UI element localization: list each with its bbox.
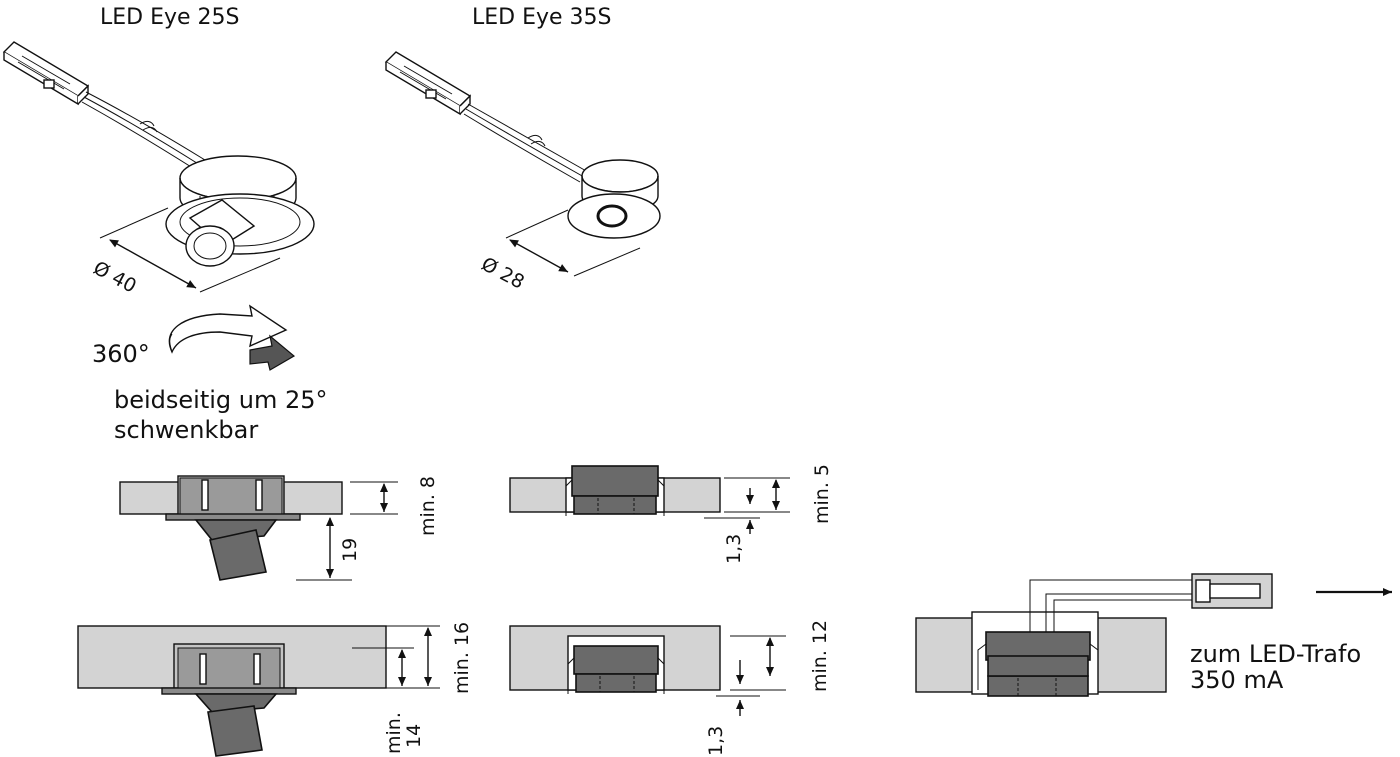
spot-housing-35s xyxy=(567,159,661,239)
min-depth-label-25s-thick: min. 16 xyxy=(451,622,473,694)
rotation-angle-label: 360° xyxy=(92,340,150,368)
cable-25s xyxy=(85,91,206,161)
offset-label-35s-thick: 1,3 xyxy=(705,726,727,756)
rotation-arrow-icon xyxy=(168,304,288,354)
connection-text-line2: 350 mA xyxy=(1190,666,1284,694)
min-depth-label-35s-thin: min. 5 xyxy=(811,464,833,524)
connector-plug-35s xyxy=(384,51,472,116)
title-led-eye-35s: LED Eye 35S xyxy=(472,5,612,30)
min-depth-label-35s-thick: min. 12 xyxy=(809,620,831,692)
offset-label-35s-thin: 1,3 xyxy=(723,534,745,564)
section-25s-thick-panel: min. 16 min. 14 xyxy=(77,622,473,757)
spot-housing-25s xyxy=(165,155,315,267)
diameter-label-25s: Ø 40 xyxy=(90,257,140,298)
tilt-text-line1: beidseitig um 25° xyxy=(114,386,328,414)
connector-plug-25s xyxy=(2,41,90,106)
led-eye-25s-illustration: Ø 40 xyxy=(2,41,315,298)
tilt-arrow-icon xyxy=(249,334,296,371)
tilt-text-line2: schwenkbar xyxy=(114,416,258,444)
led-eye-35s-illustration: Ø 28 xyxy=(384,51,661,294)
rotation-indicator: 360° beidseitig um 25° schwenkbar xyxy=(92,304,328,444)
section-35s-thick-panel: min. 12 1,3 xyxy=(509,620,831,756)
min-label-25s-thick-line1: min. xyxy=(383,712,405,754)
min-depth-label-25s-thin: min. 8 xyxy=(417,476,439,536)
diameter-label-35s: Ø 28 xyxy=(478,253,528,294)
section-35s-thin-panel: min. 5 1,3 xyxy=(509,464,833,564)
section-25s-thin-panel: min. 8 19 xyxy=(119,475,439,581)
depth-label-25s-thin: 19 xyxy=(339,538,361,562)
cable-35s xyxy=(467,103,589,173)
connection-diagram: zum LED-Trafo 350 mA xyxy=(915,573,1392,697)
min-label-25s-thick-line2: 14 xyxy=(403,724,425,748)
title-led-eye-25s: LED Eye 25S xyxy=(100,5,240,30)
connection-text-line1: zum LED-Trafo xyxy=(1190,640,1361,668)
